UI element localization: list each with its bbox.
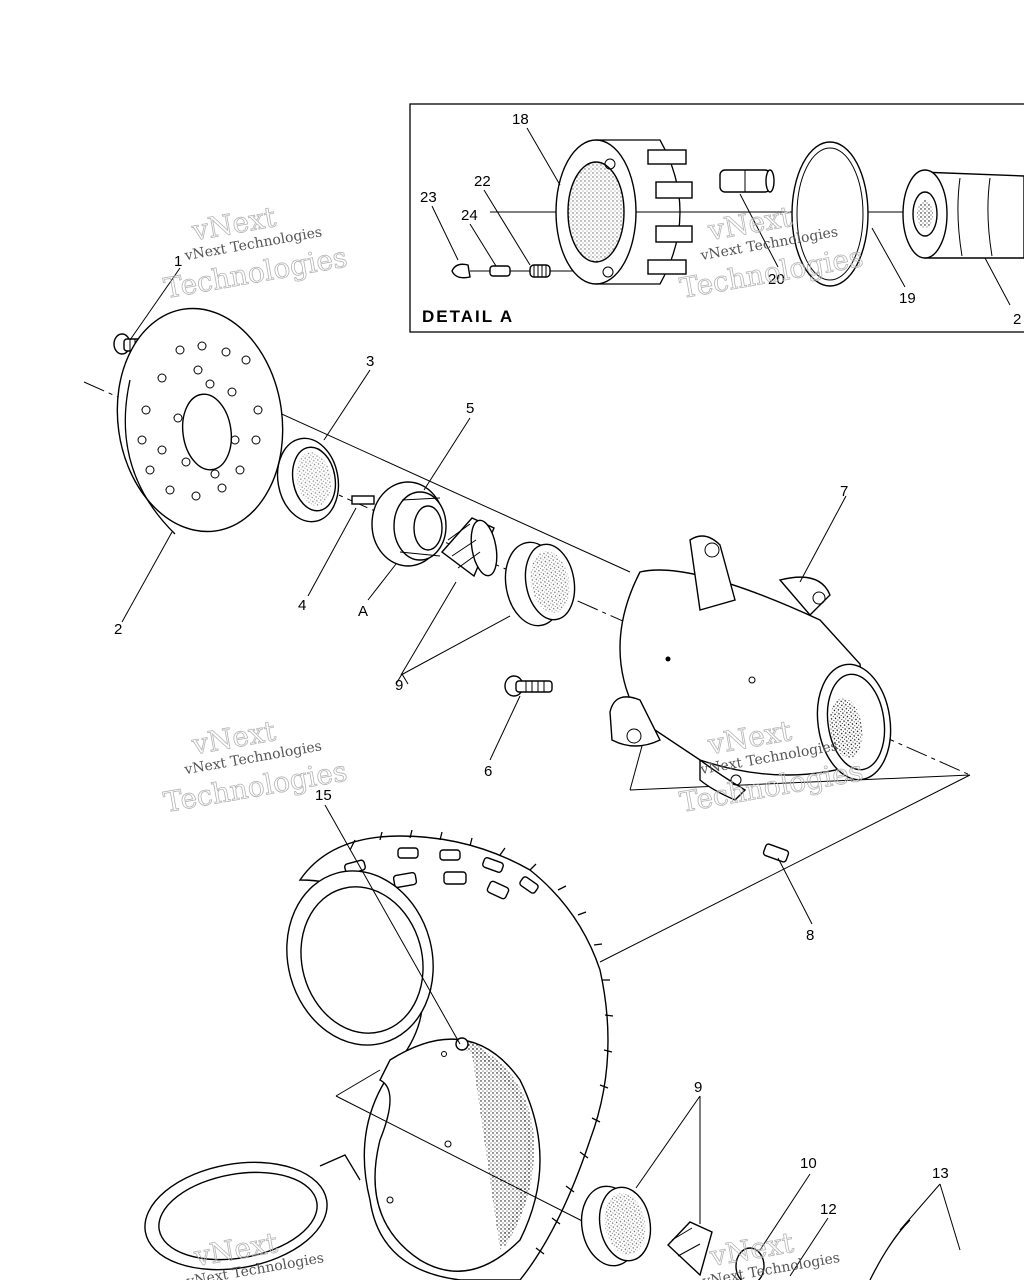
callout-20: 20 (768, 271, 785, 288)
callout-22: 22 (474, 173, 491, 190)
callout-2: 2 (114, 621, 122, 638)
callout-7: 7 (840, 483, 848, 500)
part-9-cone-bearing-upper (440, 517, 498, 578)
callout-23: 23 (420, 189, 437, 206)
callout-24: 24 (461, 207, 478, 224)
part-5-ratchet-assembly (371, 481, 447, 567)
callout-4: 4 (298, 597, 306, 614)
part-23-ball (451, 263, 471, 279)
callout-13: 13 (932, 1165, 949, 1182)
callout-5: 5 (466, 400, 474, 417)
callout-9-lower: 9 (694, 1079, 702, 1096)
callout-1: 1 (174, 253, 182, 270)
watermark-bottom-right: vNext vNext Technologies (700, 1225, 841, 1280)
part-24-plunger (489, 265, 511, 277)
part-4-key (351, 495, 375, 505)
detail-a-inset: DETAIL A (409, 103, 1024, 333)
callout-10: 10 (800, 1155, 817, 1172)
detail-a-frame (409, 103, 1024, 333)
part-18-collar (555, 139, 693, 285)
part-3-seal (276, 437, 340, 523)
callout-9-upper: 9 (395, 677, 403, 694)
callout-19: 19 (899, 290, 916, 307)
part-9-cone-bearing-lower (667, 1221, 713, 1277)
leader-lines (121, 267, 961, 1277)
part-19-snap-ring (791, 141, 869, 287)
tire-assembly (144, 829, 614, 1280)
callout-21: 2 (1013, 311, 1021, 328)
part-9-bearing-race-lower (580, 1185, 652, 1267)
callout-6: 6 (484, 763, 492, 780)
part-2-flange-plate (116, 307, 284, 535)
callout-8: 8 (806, 927, 814, 944)
part-7-hub (609, 535, 892, 801)
part-13-edge (869, 1219, 911, 1280)
callout-15: 15 (315, 787, 332, 804)
watermark-top-left: vNext vNext Technologies Technologies (161, 200, 350, 306)
callout-18: 18 (512, 111, 529, 128)
part-6-bolt (504, 675, 553, 697)
part-20-pin (719, 169, 775, 193)
part-8-set-screw (762, 843, 790, 863)
callout-12: 12 (820, 1201, 837, 1218)
part-21-knob (902, 169, 1024, 259)
part-10-washer (735, 1247, 765, 1280)
part-9-bearing-race-upper (504, 541, 576, 627)
callout-a: A (358, 603, 368, 620)
part-22-spring (529, 264, 551, 278)
callout-3: 3 (366, 353, 374, 370)
detail-a-title: DETAIL A (422, 307, 514, 326)
